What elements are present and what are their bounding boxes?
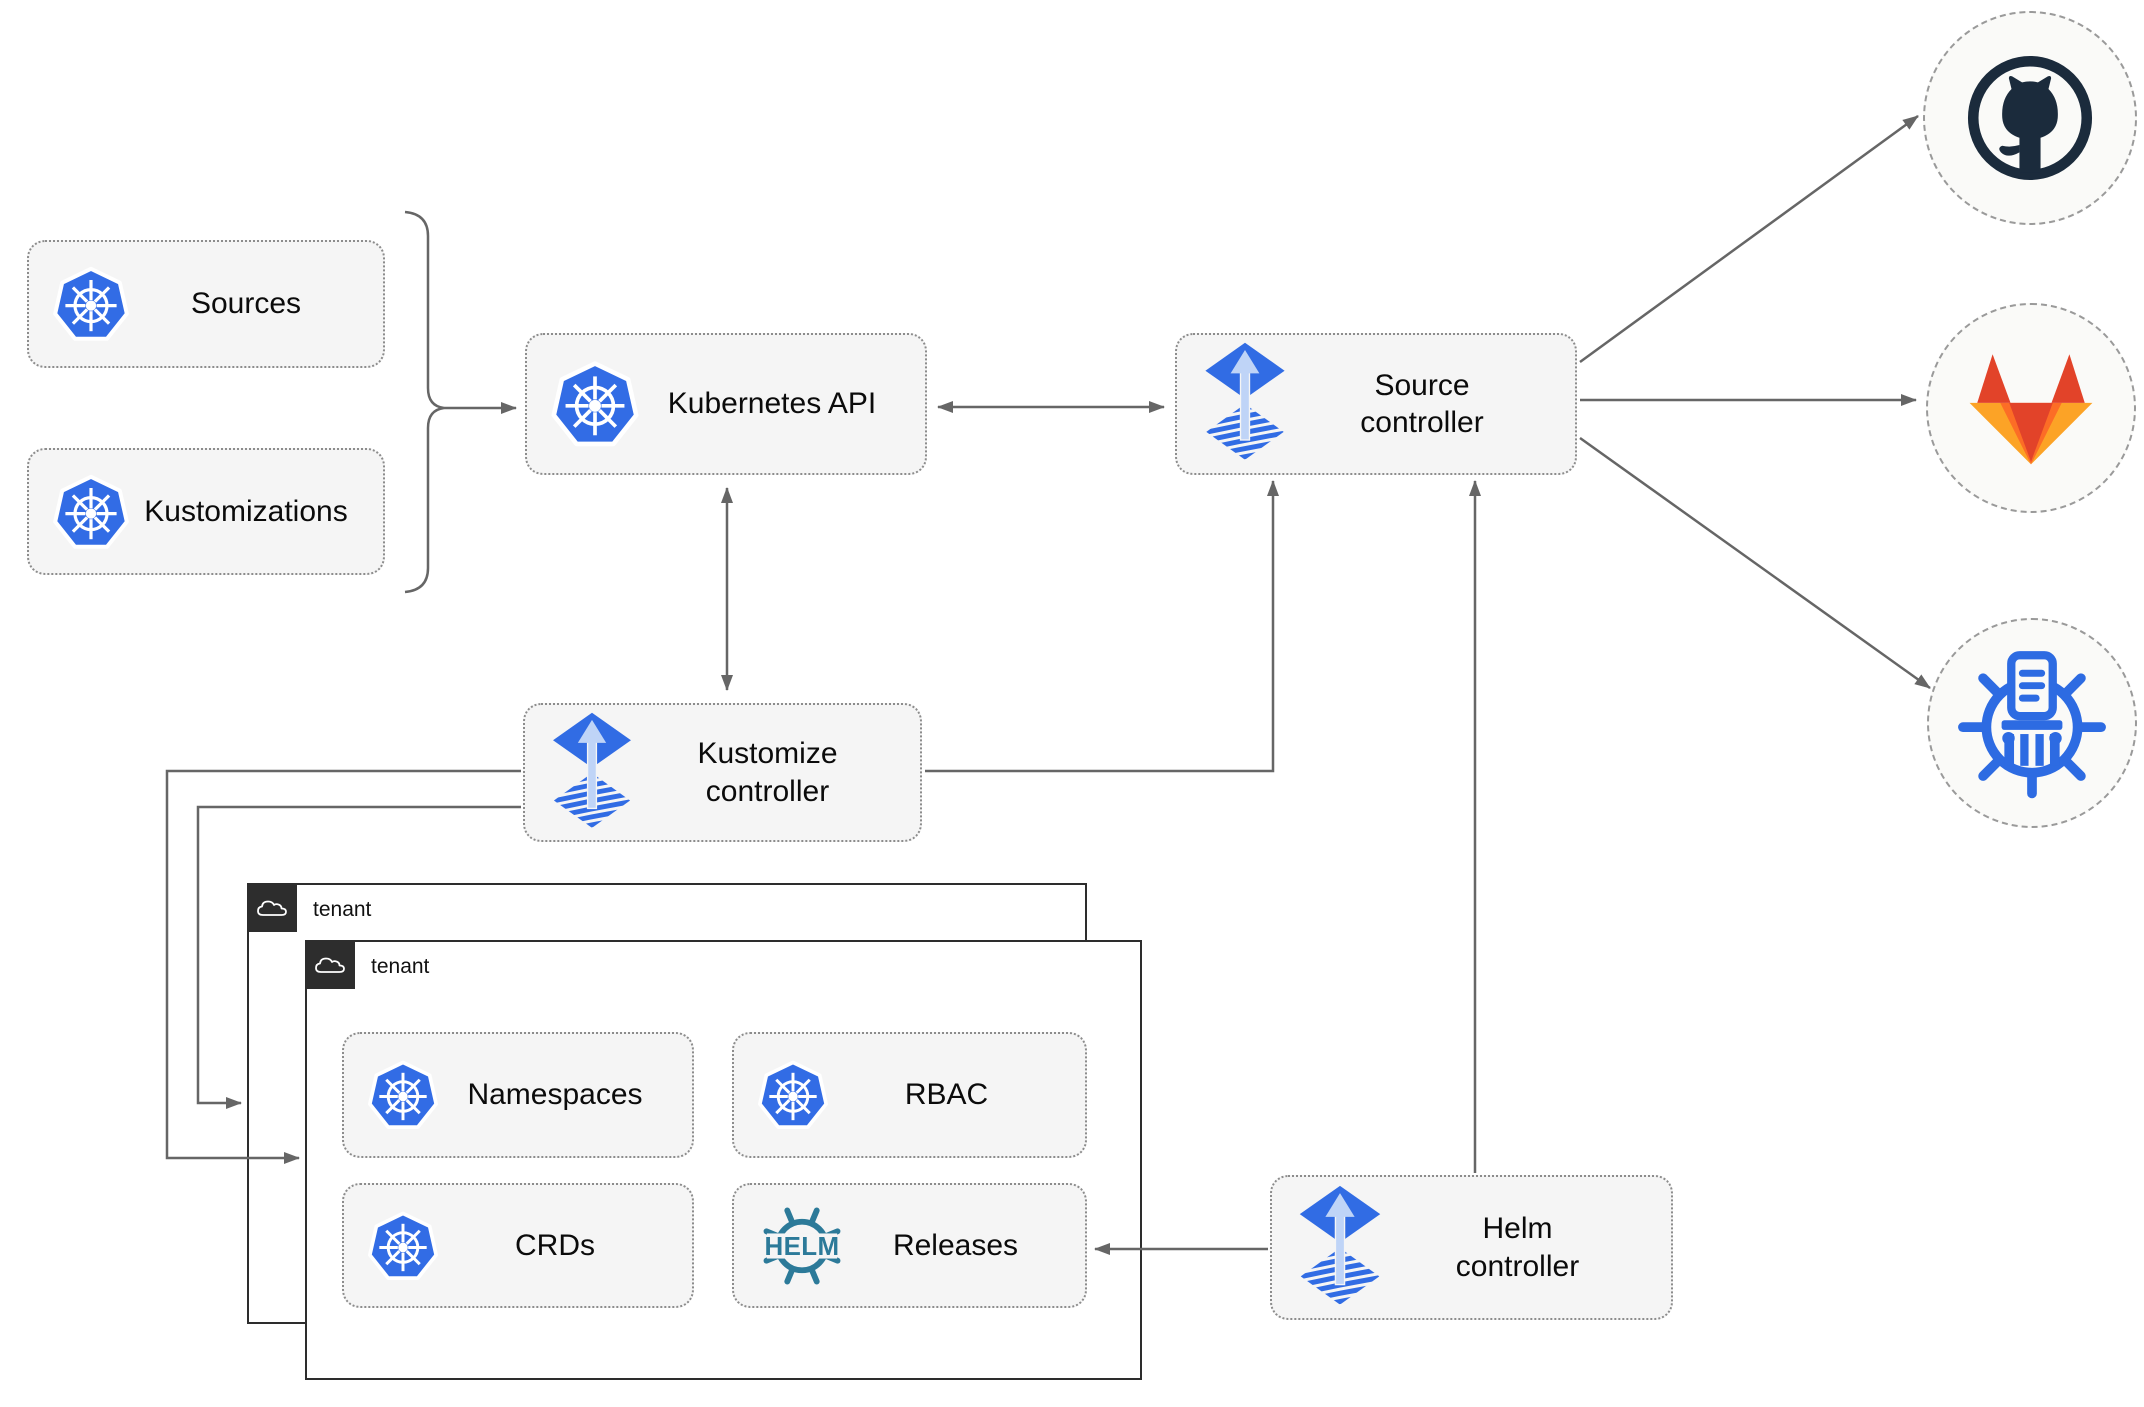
tenant-inner-label: tenant xyxy=(371,955,430,978)
crds-label: CRDs xyxy=(515,1228,595,1262)
tenant-outer-label: tenant xyxy=(313,898,372,921)
kustomize-controller-node: Kustomize controller xyxy=(523,703,922,842)
namespaces-label: Namespaces xyxy=(467,1078,643,1112)
arrow-kustomize-to-tenant-outer xyxy=(196,805,521,1109)
source-controller-node: Source controller xyxy=(1175,333,1577,475)
bracket-sources-kustomizations xyxy=(404,210,445,594)
crds-node: CRDs xyxy=(342,1183,694,1308)
arrow-kustomize-to-tenant-inner xyxy=(165,769,521,1164)
tenant-outer-tab xyxy=(246,882,297,932)
sources-node: Sources xyxy=(27,240,385,368)
flux-icon xyxy=(1294,1184,1386,1312)
chartmuseum-node xyxy=(1927,618,2137,828)
kubernetes-icon xyxy=(366,1209,440,1283)
rbac-node: RBAC xyxy=(732,1032,1087,1158)
kustomizations-node: Kustomizations xyxy=(27,448,385,575)
helm-controller-node: Helm controller xyxy=(1270,1175,1673,1320)
flux-icon xyxy=(547,711,637,835)
chartmuseum-icon xyxy=(1956,647,2108,799)
releases-label: Releases xyxy=(892,1228,1019,1262)
kubernetes-icon xyxy=(51,264,131,344)
github-icon xyxy=(1964,52,2096,184)
rbac-label: RBAC xyxy=(904,1078,989,1112)
kubernetes-icon xyxy=(549,358,641,450)
kubernetes-icon xyxy=(51,472,131,552)
kustomizations-label: Kustomizations xyxy=(144,494,348,528)
gitlab-icon xyxy=(1967,349,2095,467)
arrow-source-to-chartmuseum xyxy=(1579,436,1931,690)
tenant-inner-tab xyxy=(304,939,355,989)
arrow-source-to-github xyxy=(1579,114,1919,364)
kubernetes-icon xyxy=(366,1058,440,1132)
sources-label: Sources xyxy=(190,287,302,321)
releases-node: Releases xyxy=(732,1183,1087,1308)
source-controller-label: Source controller xyxy=(1360,368,1484,440)
kubernetes-api-node: Kubernetes API xyxy=(525,333,927,475)
kubernetes-api-label: Kubernetes API xyxy=(667,387,877,421)
kustomize-controller-label: Kustomize controller xyxy=(697,737,838,808)
helm-icon xyxy=(756,1204,848,1288)
github-node xyxy=(1923,11,2137,225)
flux-icon xyxy=(1199,341,1291,467)
gitlab-node xyxy=(1926,303,2136,513)
arrow-kustomize-to-source-controller xyxy=(925,480,1279,773)
namespaces-node: Namespaces xyxy=(342,1032,694,1158)
helm-controller-label: Helm controller xyxy=(1455,1212,1580,1283)
kubernetes-icon xyxy=(756,1058,830,1132)
